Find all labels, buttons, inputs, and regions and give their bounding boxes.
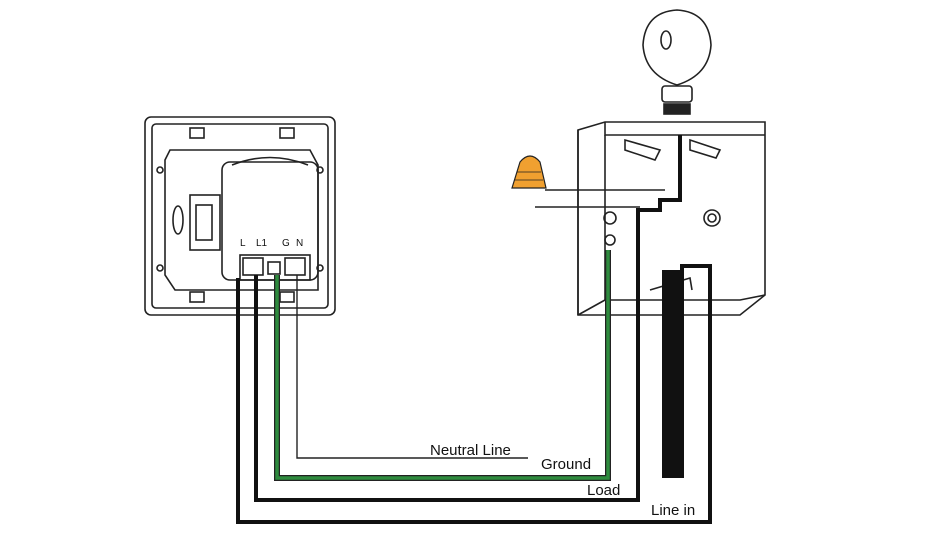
nut-wires xyxy=(535,189,665,208)
ground-label: Ground xyxy=(541,456,591,473)
terminal-label-l1: L1 xyxy=(256,238,268,249)
neutral-line-label: Neutral Line xyxy=(430,442,511,459)
light-bulb-icon xyxy=(642,9,712,115)
wall-switch-icon xyxy=(144,116,336,316)
switch-terminal-labels: L L1 G N xyxy=(240,238,303,249)
terminal-label-g: G xyxy=(282,238,290,249)
line-in-label: Line in xyxy=(651,502,695,519)
wire-nut-icon xyxy=(511,155,547,189)
cable-conduit xyxy=(662,270,684,478)
terminal-label-l: L xyxy=(240,238,246,249)
load-label: Load xyxy=(587,482,620,499)
neutral-wire xyxy=(296,275,528,459)
terminal-label-n: N xyxy=(296,238,303,249)
load-wire xyxy=(254,135,682,502)
